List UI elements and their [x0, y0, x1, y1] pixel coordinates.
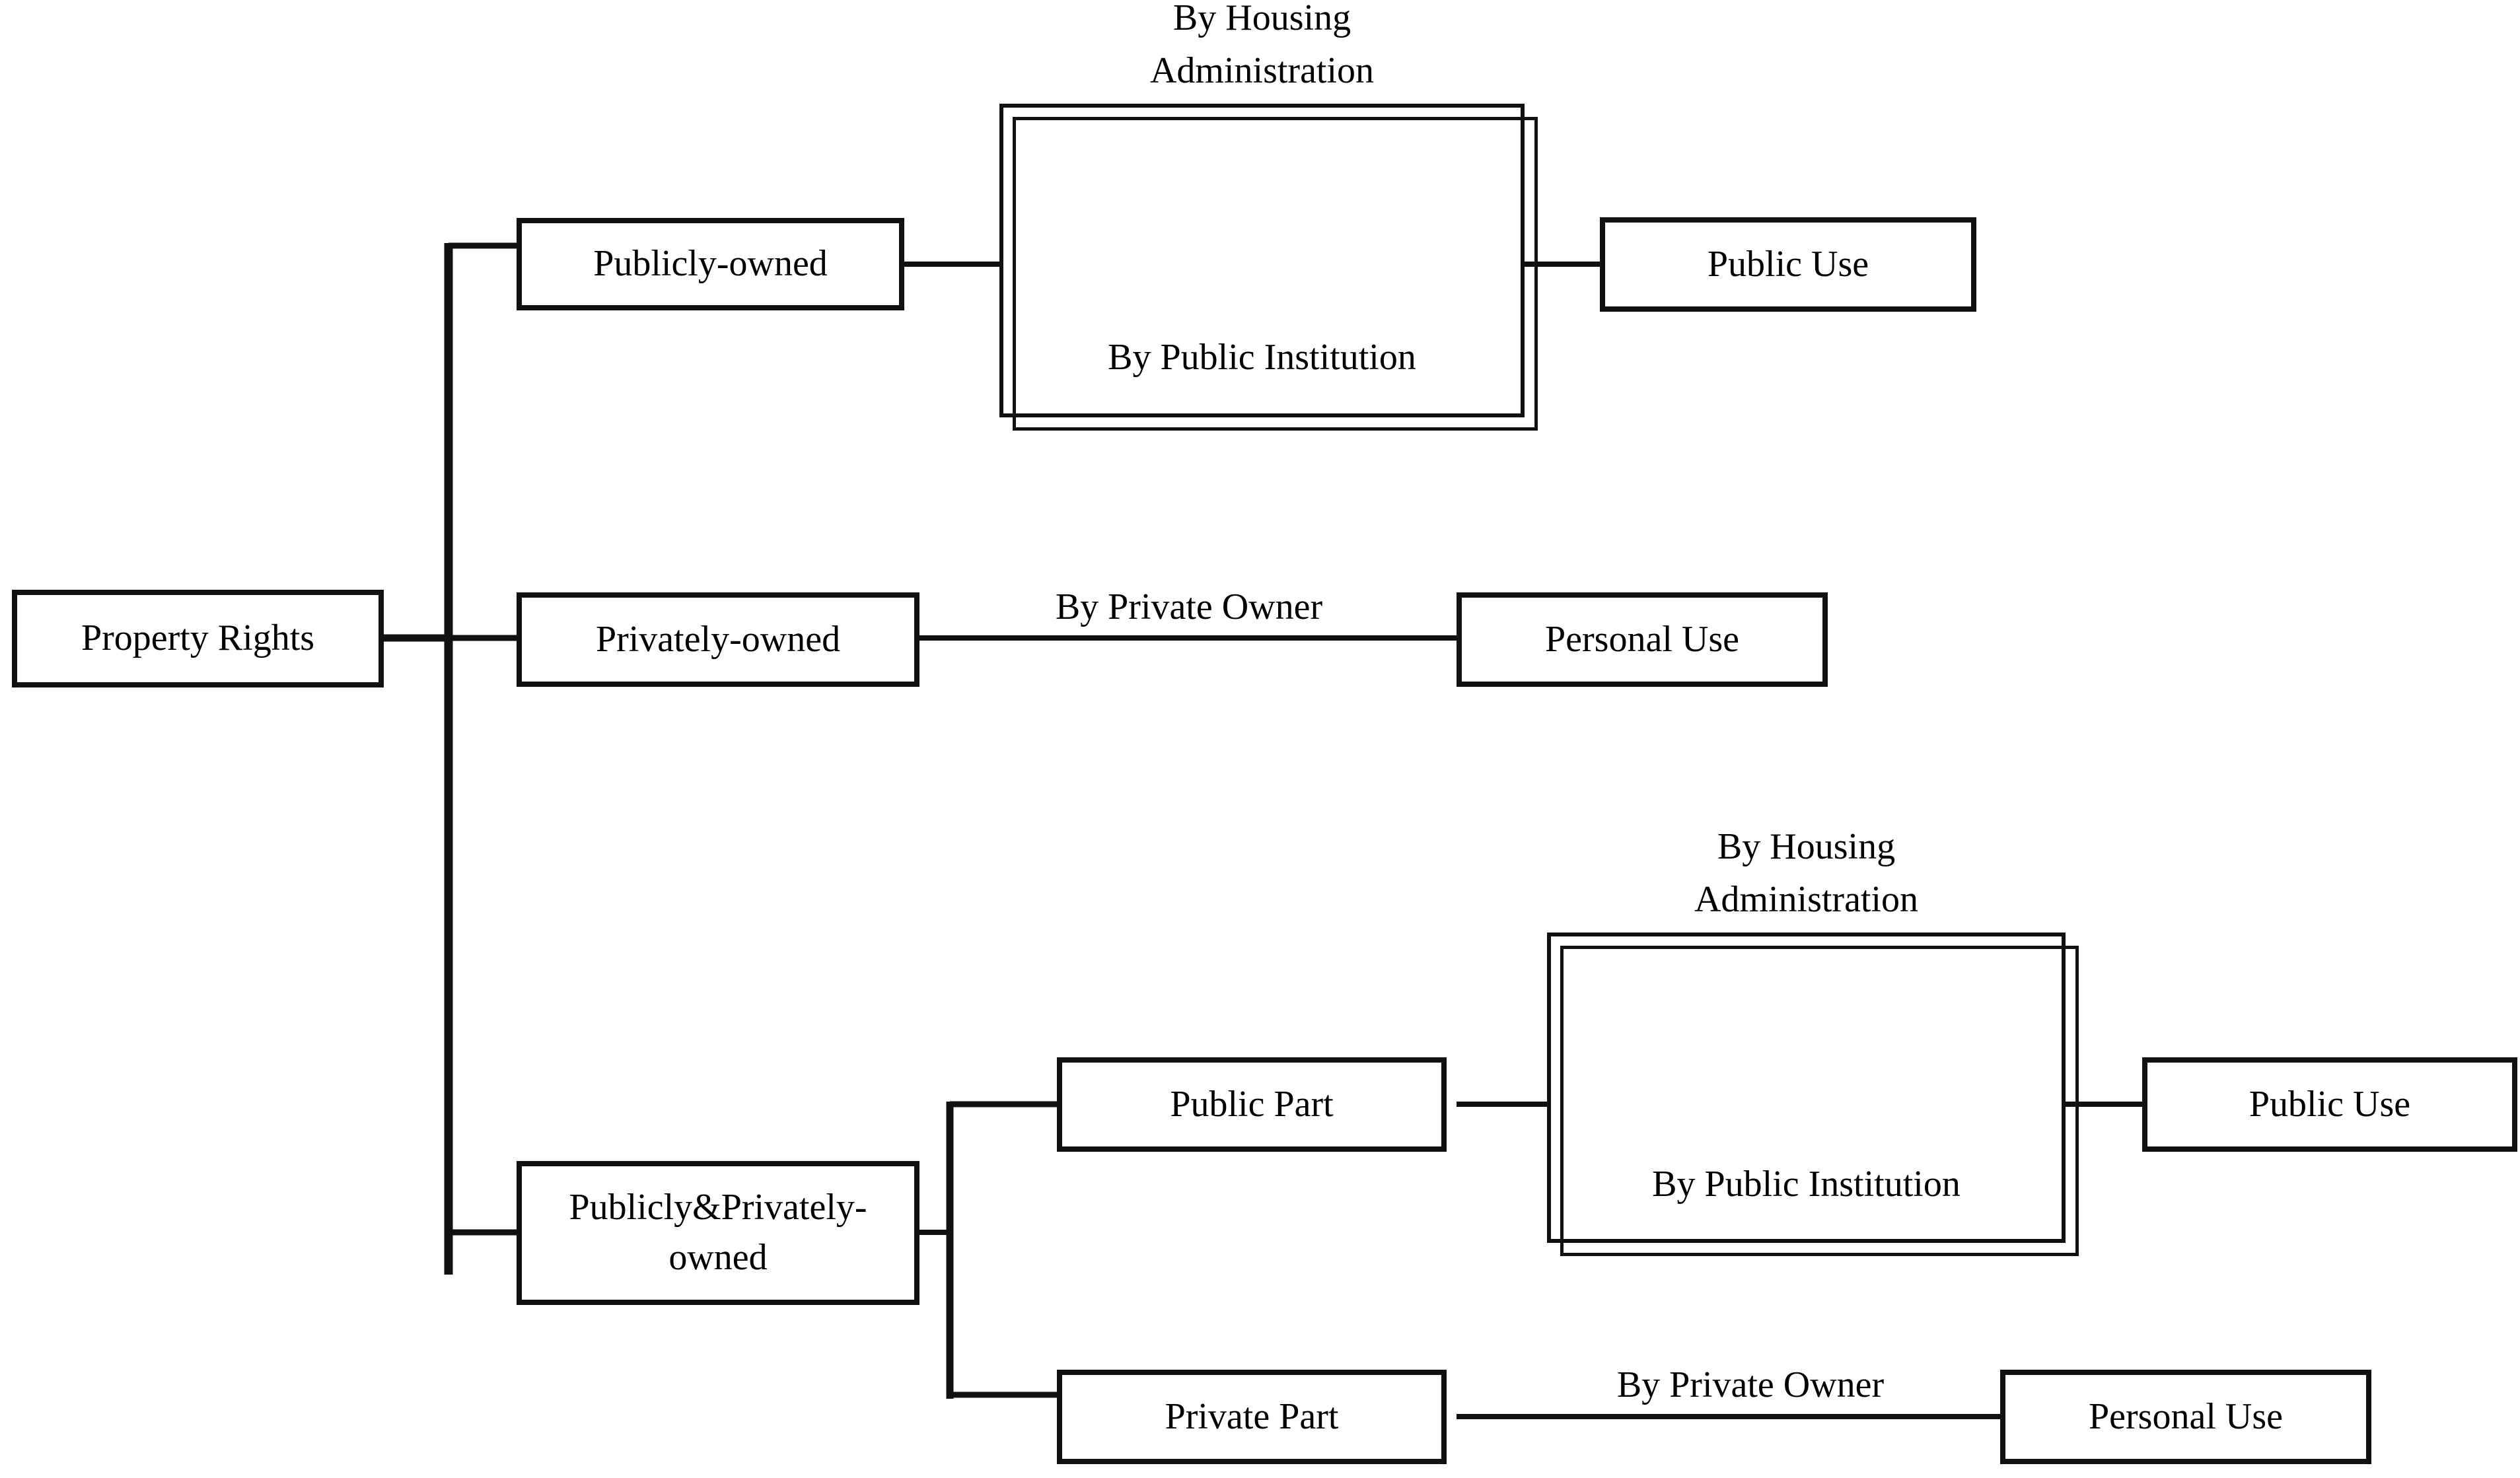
node-private-part[interactable]: Private Part [1057, 1370, 1447, 1464]
node-public-part-label: Public Part [1170, 1083, 1334, 1125]
public-management-region-bottom [1547, 933, 2066, 1243]
region-label-by-public-institution-bottom: By Public Institution [1652, 1164, 1961, 1205]
node-publicly-owned-label: Publicly-owned [593, 243, 828, 285]
node-privately-owned-label: Privately-owned [595, 618, 841, 660]
public-management-region-top [999, 104, 1525, 417]
node-property-rights[interactable]: Property Rights [12, 590, 384, 687]
public-management-region-bottom-shadow [1560, 946, 2079, 1256]
node-property-rights-label: Property Rights [81, 617, 315, 659]
node-public-use-top[interactable]: Public Use [1600, 217, 1976, 312]
node-personal-use-bottom[interactable]: Personal Use [2000, 1370, 2371, 1464]
node-personal-use-middle[interactable]: Personal Use [1457, 592, 1828, 687]
node-personal-use-bottom-label: Personal Use [2089, 1395, 2283, 1437]
node-public-part[interactable]: Public Part [1057, 1057, 1447, 1152]
node-privately-owned[interactable]: Privately-owned [517, 592, 919, 687]
node-publicly-privately-owned[interactable]: Publicly&Privately-owned [517, 1161, 919, 1305]
node-personal-use-middle-label: Personal Use [1545, 618, 1739, 660]
node-publicly-privately-owned-label: Publicly&Privately-owned [569, 1187, 867, 1278]
node-public-use-bottom-label: Public Use [2249, 1083, 2411, 1125]
public-management-region-top-shadow [1013, 117, 1538, 431]
node-public-use-bottom[interactable]: Public Use [2142, 1057, 2517, 1152]
region-label-by-public-institution-top: By Public Institution [1108, 337, 1416, 378]
node-private-part-label: Private Part [1165, 1395, 1339, 1437]
node-publicly-owned[interactable]: Publicly-owned [517, 218, 904, 310]
node-public-use-top-label: Public Use [1707, 243, 1869, 285]
